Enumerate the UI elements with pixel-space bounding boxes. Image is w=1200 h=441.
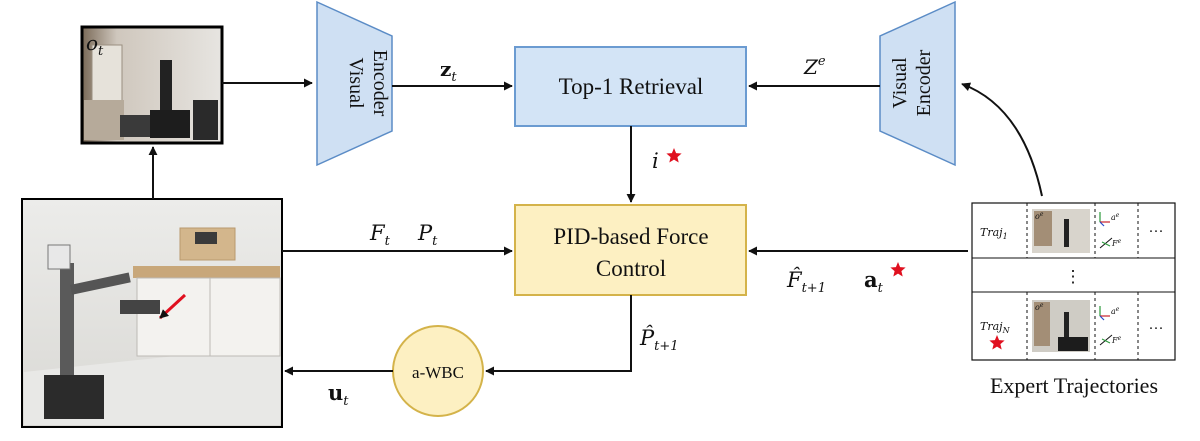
star-icon xyxy=(989,335,1005,350)
star-icon xyxy=(666,148,682,163)
label-f-hat: F̂t+1 xyxy=(786,268,826,296)
svg-text:Fe: Fe xyxy=(1111,335,1122,345)
axes-icon xyxy=(1099,237,1113,249)
visual-encoder-left-line2: Encoder xyxy=(369,50,391,117)
axes-icon xyxy=(1099,334,1113,346)
star-icon xyxy=(890,262,906,277)
label-z-t: zt xyxy=(440,57,457,85)
visual-encoder-right-line2: Encoder xyxy=(913,49,935,116)
visual-encoder-right-line1: Visual xyxy=(889,57,911,108)
label-a-t: at xyxy=(864,267,884,296)
awbc-label: a-WBC xyxy=(412,363,464,382)
visual-encoder-left-line1: Visual xyxy=(345,57,367,108)
row1-more: ··· xyxy=(1149,224,1164,240)
observation-label: ot xyxy=(86,31,104,59)
table-middle-ellipsis: ⋮ xyxy=(1065,267,1082,286)
svg-text:oe: oe xyxy=(1035,302,1044,312)
force-control-box xyxy=(514,204,747,296)
expert-trajectories-caption: Expert Trajectories xyxy=(990,373,1158,398)
svg-text:oe: oe xyxy=(1035,211,1044,221)
arrow-control-to-awbc xyxy=(485,295,632,376)
retrieval-box xyxy=(514,46,747,127)
axes-icon xyxy=(1099,306,1110,321)
axes-icon xyxy=(1099,212,1110,227)
svg-text:Fe: Fe xyxy=(1111,238,1122,248)
traj-1-label: Traj1 xyxy=(980,226,1008,241)
label-f-t: Ft xyxy=(369,221,391,249)
label-z-e: Ze xyxy=(803,54,826,79)
label-u-t: ut xyxy=(328,380,349,409)
traj-n-label: TrajN xyxy=(980,320,1011,335)
visual-encoder-left xyxy=(316,0,393,167)
label-i-star: i xyxy=(652,149,659,173)
camera-view-photo xyxy=(80,25,224,145)
visual-encoder-right xyxy=(879,0,956,167)
svg-text:ae: ae xyxy=(1111,212,1120,222)
robot-photo xyxy=(21,198,283,428)
label-p-hat: P̂t+1 xyxy=(639,326,679,354)
retrieval-label: Top-1 Retrieval xyxy=(559,74,704,99)
force-control-line2: Control xyxy=(596,256,666,281)
label-p-t: Pt xyxy=(417,221,438,249)
force-control-line1: PID-based Force xyxy=(553,224,708,249)
arrow-trajectories-to-encoder xyxy=(961,82,1043,197)
row2-more: ··· xyxy=(1149,321,1164,337)
svg-text:ae: ae xyxy=(1111,306,1120,316)
expert-trajectories-table: Traj1 oe ae Fe ··· ⋮ TrajN oe xyxy=(971,202,1176,361)
